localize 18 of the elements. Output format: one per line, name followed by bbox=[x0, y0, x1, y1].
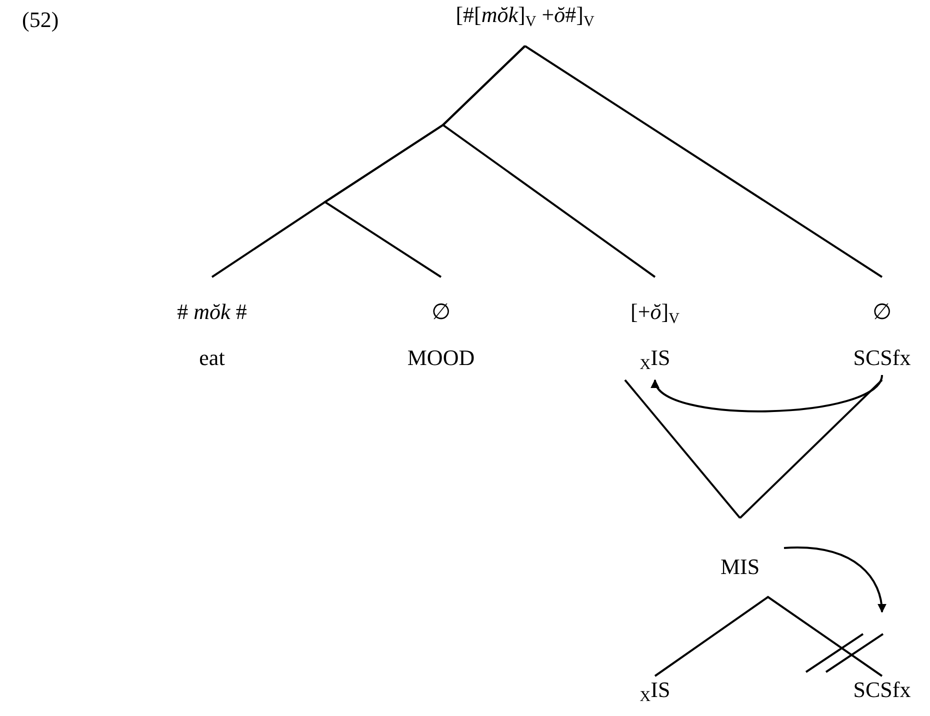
morpheme-gloss: SCSfx bbox=[853, 345, 911, 371]
morpheme-form: [+ŏ]$_{V}$ bbox=[630, 299, 680, 325]
example-number: (52) bbox=[22, 7, 59, 33]
tree-branch bbox=[624, 379, 741, 519]
curved-arrow bbox=[784, 546, 886, 613]
morpheme-gloss: MOOD bbox=[407, 345, 475, 371]
tree-root-label: [#[mŏk]$_{V}$ +ŏ#]$_{V}$ bbox=[456, 2, 594, 28]
morpheme-form: # mŏk # bbox=[177, 299, 247, 325]
morpheme-gloss: $_{X}$IS bbox=[640, 345, 670, 371]
morpheme-form: ∅ bbox=[872, 299, 892, 325]
tree-branch bbox=[441, 45, 656, 278]
tree-branch bbox=[524, 45, 883, 278]
tree-node-label: SCSfx bbox=[853, 677, 911, 703]
tree-node-label: $_{X}$IS bbox=[640, 677, 670, 703]
morpheme-form: ∅ bbox=[432, 299, 450, 325]
morpheme-gloss: eat bbox=[199, 345, 225, 371]
tree-node-label: MIS bbox=[720, 554, 760, 580]
tree-branch bbox=[654, 596, 883, 677]
